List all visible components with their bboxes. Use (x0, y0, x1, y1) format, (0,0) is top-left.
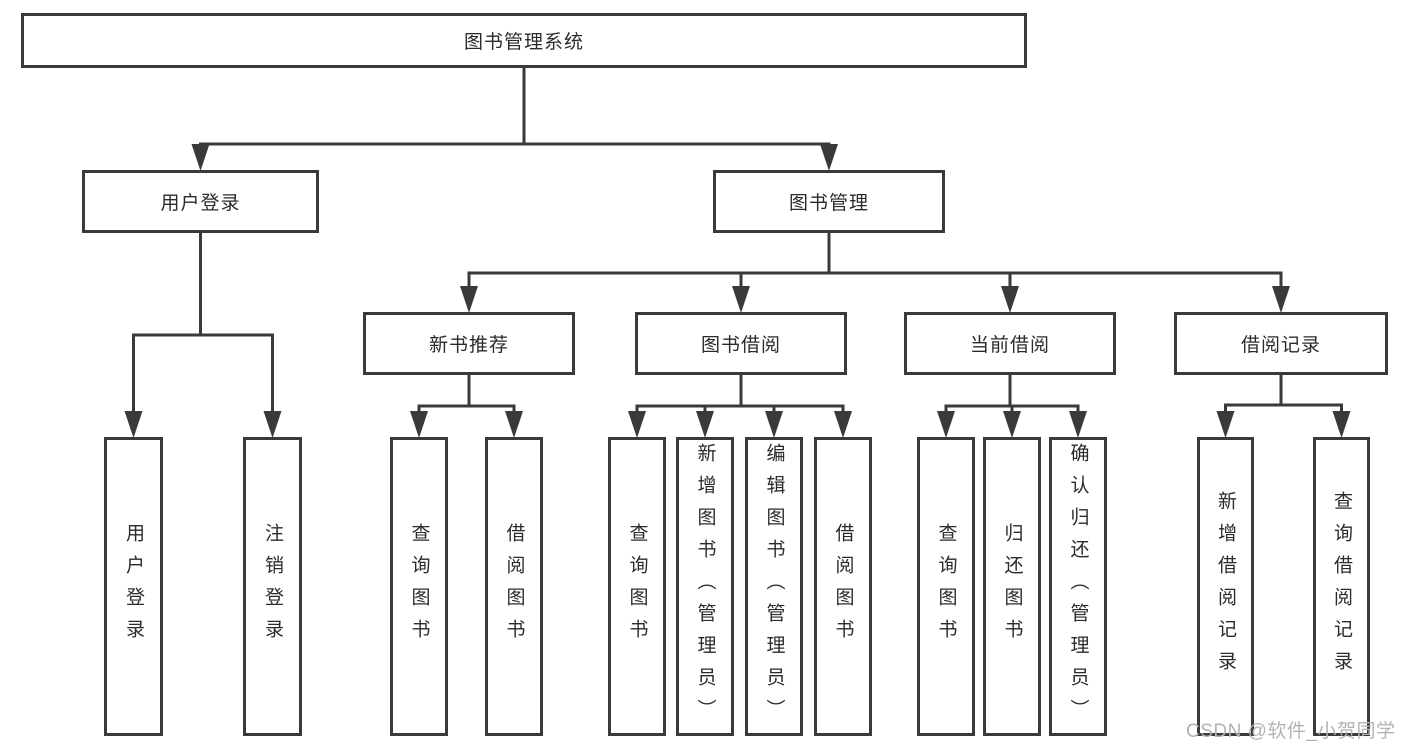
node-new-book-rec: 新书推荐 (363, 312, 575, 375)
node-leaf-borrow-book-1: 借阅图书 (485, 437, 543, 736)
node-label-book-borrow: 图书借阅 (700, 335, 781, 356)
node-label-borrow-records: 借阅记录 (1240, 335, 1321, 356)
node-label-leaf-borrow-book-1: 借阅图书 (503, 522, 525, 651)
node-label-leaf-query-book-3: 查询图书 (935, 522, 957, 651)
node-user-login: 用户登录 (82, 170, 319, 233)
node-leaf-borrow-book-2: 借阅图书 (814, 437, 872, 736)
node-label-leaf-user-login: 用户登录 (123, 522, 144, 651)
node-label-leaf-query-book-2: 查询图书 (626, 522, 648, 651)
node-leaf-user-login: 用户登录 (104, 437, 163, 736)
node-label-leaf-add-book: 新增图书（管理员） (694, 442, 716, 731)
node-current-borrow: 当前借阅 (904, 312, 1116, 375)
node-leaf-add-book: 新增图书（管理员） (676, 437, 734, 736)
node-label-leaf-logout: 注销登录 (262, 522, 283, 651)
node-leaf-query-book-3: 查询图书 (917, 437, 975, 736)
node-label-leaf-confirm-return: 确认归还（管理员） (1067, 442, 1089, 731)
node-leaf-logout: 注销登录 (243, 437, 302, 736)
node-label-new-book-rec: 新书推荐 (428, 335, 509, 356)
node-book-mgmt: 图书管理 (713, 170, 945, 233)
node-label-root: 图书管理系统 (463, 32, 584, 53)
node-label-leaf-borrow-book-2: 借阅图书 (832, 522, 854, 651)
node-label-leaf-query-book-1: 查询图书 (408, 522, 430, 651)
node-label-leaf-query-record: 查询借阅记录 (1331, 490, 1352, 683)
watermark: CSDN @软件_小贺同学 (1186, 721, 1396, 742)
node-leaf-query-record: 查询借阅记录 (1313, 437, 1370, 736)
node-root: 图书管理系统 (21, 13, 1027, 68)
node-leaf-query-book-2: 查询图书 (608, 437, 666, 736)
node-label-user-login: 用户登录 (160, 193, 241, 214)
node-label-leaf-add-record: 新增借阅记录 (1215, 490, 1236, 683)
node-borrow-records: 借阅记录 (1174, 312, 1388, 375)
node-book-borrow: 图书借阅 (635, 312, 847, 375)
node-leaf-query-book-1: 查询图书 (390, 437, 448, 736)
node-label-leaf-edit-book: 编辑图书（管理员） (763, 442, 785, 731)
node-leaf-confirm-return: 确认归还（管理员） (1049, 437, 1107, 736)
node-leaf-add-record: 新增借阅记录 (1197, 437, 1254, 736)
node-label-leaf-return-book: 归还图书 (1001, 522, 1023, 651)
node-label-current-borrow: 当前借阅 (969, 335, 1050, 356)
node-leaf-edit-book: 编辑图书（管理员） (745, 437, 803, 736)
node-leaf-return-book: 归还图书 (983, 437, 1041, 736)
node-label-book-mgmt: 图书管理 (788, 193, 869, 214)
